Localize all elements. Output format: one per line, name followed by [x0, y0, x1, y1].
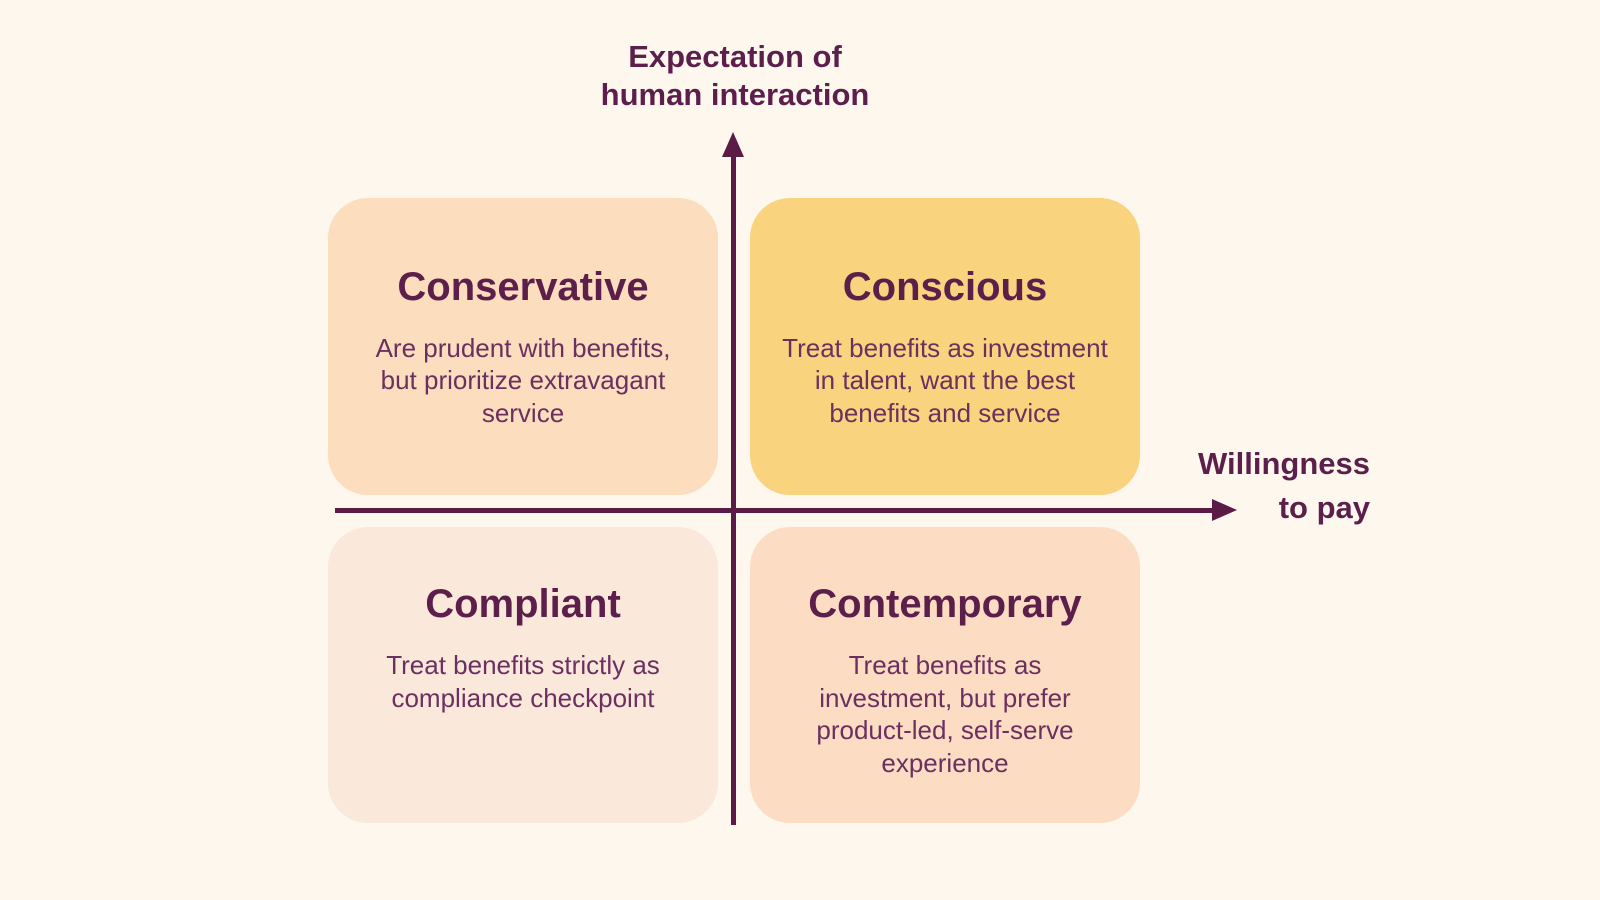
y-axis-line: [731, 153, 736, 825]
quadrant-conscious-description: Treat benefits as investment in talent, …: [782, 332, 1108, 428]
quadrant-conservative-description: Are prudent with benefits, but prioritiz…: [375, 332, 671, 428]
quadrant-compliant-description: Treat benefits strictly as compliance ch…: [386, 650, 660, 713]
quadrant-contemporary-title: Contemporary: [808, 582, 1082, 626]
quadrant-compliant-title: Compliant: [425, 582, 621, 626]
quadrant-conscious-title: Conscious: [842, 264, 1048, 309]
quadrant-compliant: Compliant Treat benefits strictly as com…: [328, 527, 718, 823]
x-axis-title: Willingness to pay: [1198, 446, 1370, 526]
y-axis-arrowhead-icon: [722, 132, 744, 157]
x-axis-arrowhead-icon: [1212, 499, 1237, 521]
quadrant-conscious: Conscious Treat benefits as investment i…: [750, 198, 1140, 495]
quadrant-contemporary: Contemporary Treat benefits as investmen…: [750, 527, 1140, 823]
quadrant-conservative-title: Conservative: [397, 264, 649, 309]
quadrant-conservative: Conservative Are prudent with benefits, …: [328, 198, 718, 495]
x-axis-line: [335, 508, 1217, 513]
quadrant-contemporary-description: Treat benefits as investment, but prefer…: [816, 650, 1074, 778]
y-axis-title: Expectation of human interaction: [600, 39, 870, 112]
